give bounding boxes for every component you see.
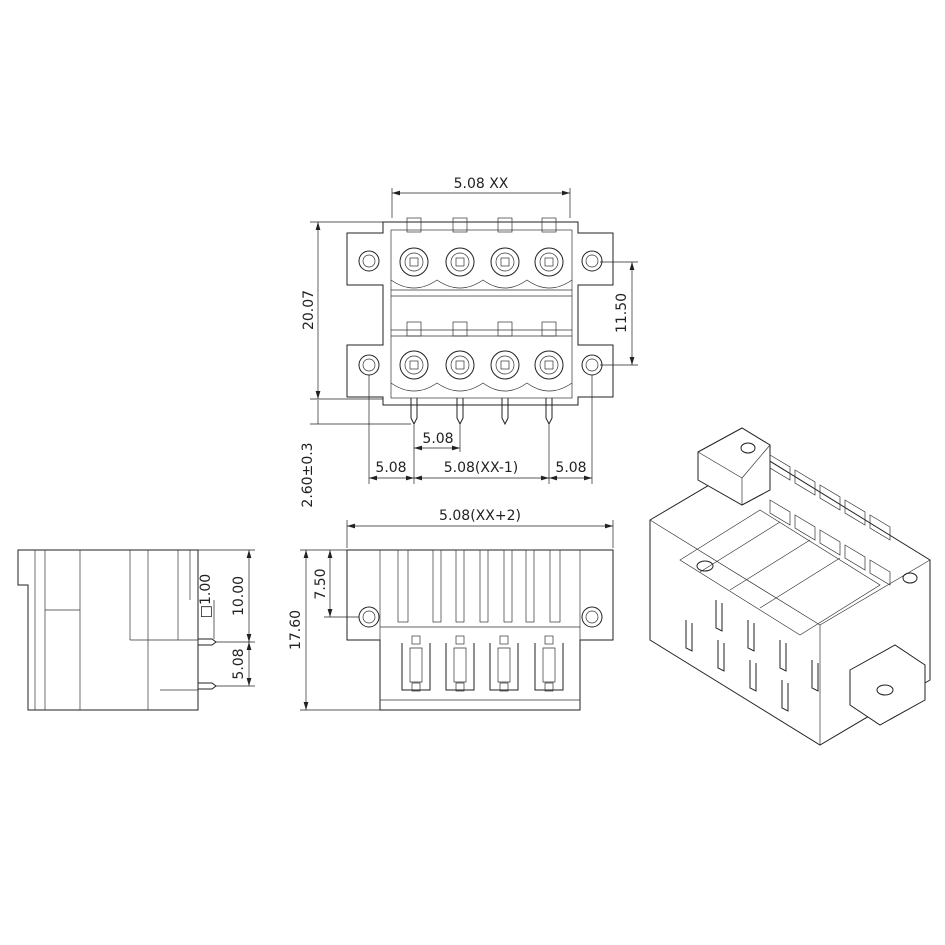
mounting-hole bbox=[358, 354, 380, 376]
dim-front-width: 5.08(XX+2) bbox=[439, 508, 521, 524]
dim-overall-height: 20.07 bbox=[301, 290, 317, 330]
dim-side-pin-square: □1.00 bbox=[198, 574, 214, 618]
dim-span-pitch: 5.08(XX-1) bbox=[444, 460, 519, 476]
dim-right-margin: 5.08 bbox=[555, 460, 586, 476]
dim-left-margin: 5.08 bbox=[375, 460, 406, 476]
iso-pins bbox=[685, 600, 819, 712]
dim-hole-height: 7.50 bbox=[313, 568, 329, 599]
dim-side-pitch: 5.08 bbox=[231, 648, 247, 679]
front-view: 5.08(XX+2) 17.60 7.50 bbox=[288, 508, 614, 711]
dim-top-width: 5.08 XX bbox=[454, 176, 509, 192]
mounting-hole bbox=[581, 250, 603, 272]
dim-pitch: 5.08 bbox=[422, 431, 453, 447]
top-row-terminals bbox=[390, 217, 573, 289]
mounting-hole bbox=[358, 606, 380, 628]
side-view: □1.00 10.00 5.08 bbox=[17, 549, 255, 711]
dim-pin-offset: 2.60±0.3 bbox=[300, 442, 316, 507]
isometric-view bbox=[649, 427, 931, 746]
pins bbox=[410, 398, 553, 426]
iso-ribs bbox=[769, 454, 891, 586]
dim-front-height: 17.60 bbox=[288, 610, 304, 650]
front-terminal-cavities bbox=[380, 635, 580, 701]
bottom-row-terminals bbox=[390, 321, 573, 392]
dim-row-spacing: 11.50 bbox=[614, 293, 630, 333]
top-view: 5.08 XX 20.07 11.50 2.60±0.3 5.08 5.08 5… bbox=[300, 176, 638, 508]
mounting-hole bbox=[358, 250, 380, 272]
mounting-hole bbox=[581, 606, 603, 628]
mounting-hole bbox=[581, 354, 603, 376]
dim-side-height: 10.00 bbox=[231, 576, 247, 616]
